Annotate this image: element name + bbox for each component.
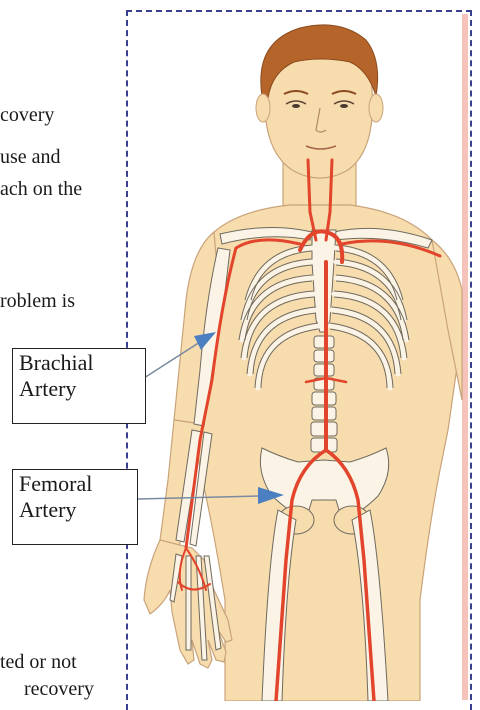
brachial-label-line2: Artery (19, 376, 139, 402)
brachial-label-line1: Brachial (19, 350, 139, 376)
head (256, 25, 383, 178)
brachial-artery-label: Brachial Artery (12, 348, 146, 424)
femoral-artery-label: Femoral Artery (12, 469, 138, 545)
femoral-label-line2: Artery (19, 497, 131, 523)
femoral-label-line1: Femoral (19, 471, 131, 497)
page-edge-strip (462, 14, 468, 700)
